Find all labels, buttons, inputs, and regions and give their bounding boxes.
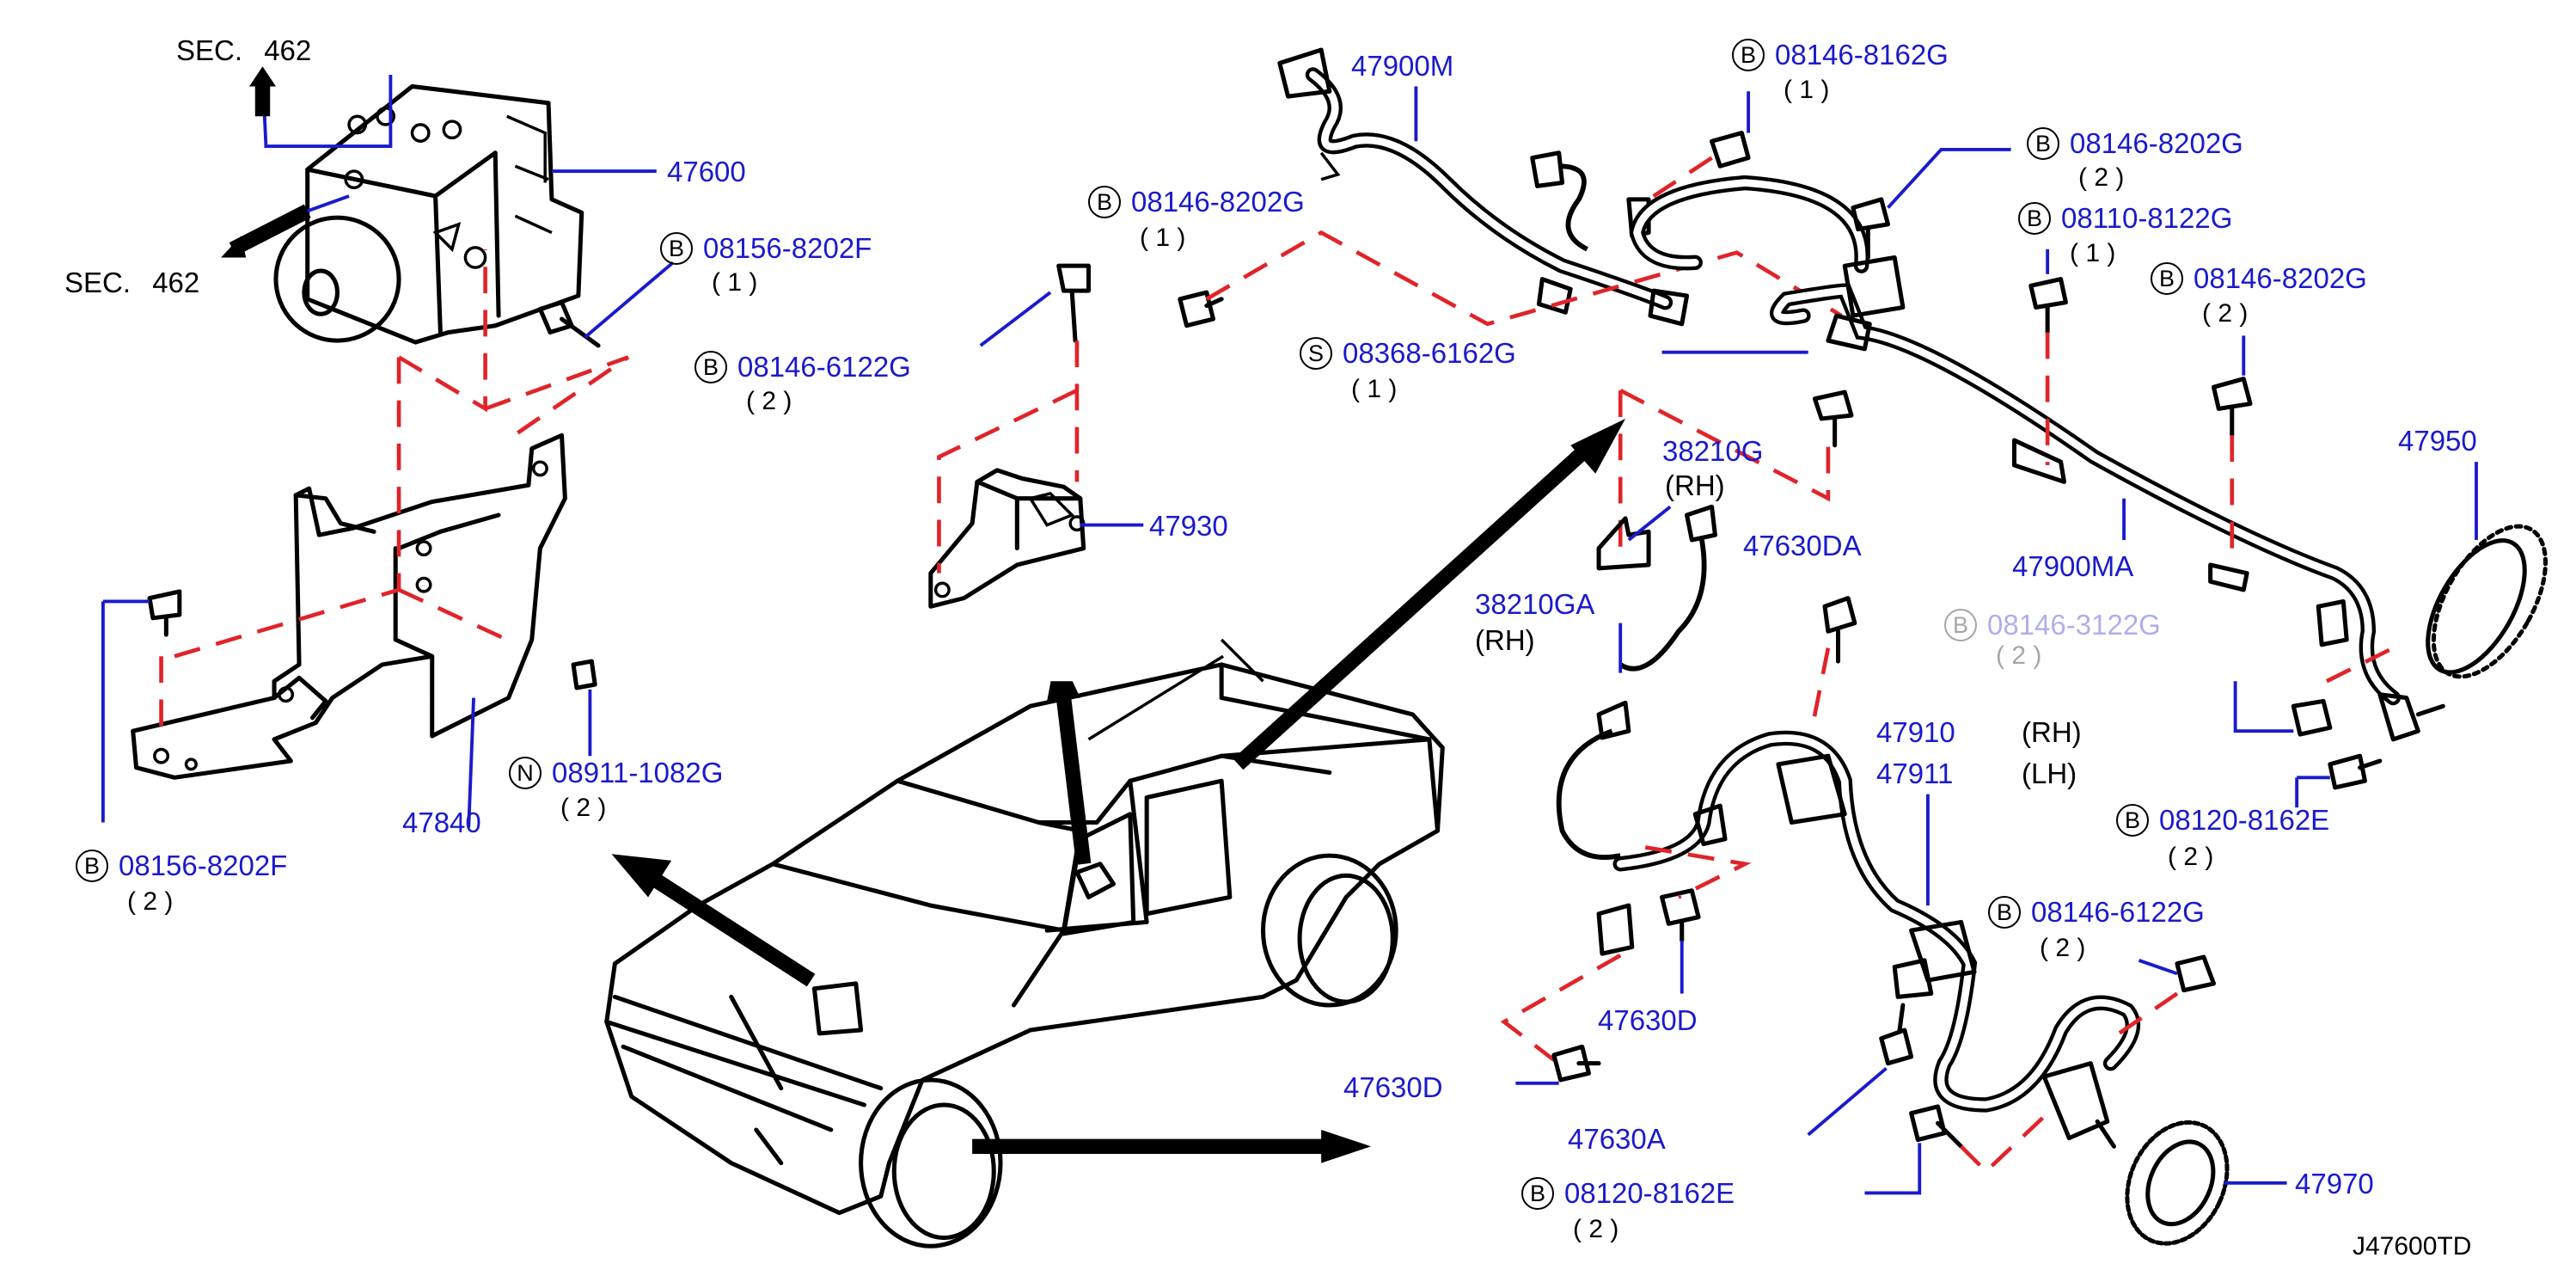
- callout-qty: ( 2 ): [746, 387, 792, 415]
- callout-qty: ( 2 ): [2040, 934, 2086, 962]
- front-harness-47900M: [1277, 47, 1690, 327]
- callout-part-number[interactable]: 08368-6162G: [1343, 337, 1516, 369]
- part-label-47630A[interactable]: 47630A: [1568, 1123, 1666, 1155]
- bracket-47840: [131, 432, 567, 780]
- callout-qty: ( 2 ): [1573, 1215, 1619, 1243]
- sec-ref-left-number[interactable]: 462: [152, 267, 200, 298]
- part-label-47910-side: (RH): [2022, 716, 2082, 748]
- part-label-47630DA[interactable]: 47630DA: [1743, 530, 1862, 561]
- callout-symbol: B: [2151, 262, 2183, 295]
- callout-part-number[interactable]: 08156-8202F: [703, 232, 872, 264]
- callout-symbol: S: [1300, 337, 1332, 370]
- callout-symbol: B: [2018, 202, 2051, 235]
- callout-symbol: B: [1944, 609, 1977, 641]
- callout-symbol: B: [76, 850, 108, 882]
- callout-symbol: B: [1988, 896, 2021, 929]
- part-label-47930[interactable]: 47930: [1149, 510, 1228, 542]
- part-label-47970[interactable]: 47970: [2295, 1168, 2374, 1199]
- callout-part-number[interactable]: 08120-8162E: [2159, 804, 2330, 836]
- callout-part-number[interactable]: 08156-8202F: [119, 850, 288, 881]
- callout-symbol: B: [694, 351, 727, 383]
- sensor-unit-47930: [928, 468, 1086, 609]
- diagram-code: J47600TD: [2353, 1232, 2472, 1261]
- truck-illustration: [604, 638, 1445, 1248]
- part-label-47950[interactable]: 47950: [2398, 425, 2477, 457]
- rear-harness-47910-47911: [1596, 730, 2141, 1149]
- callout-symbol: B: [1732, 39, 1765, 71]
- callout-08146-8202G-a[interactable]: B 08146-8202G: [2027, 127, 2243, 160]
- callout-08146-8162G[interactable]: B 08146-8162G: [1732, 39, 1949, 71]
- sec-ref-top-number[interactable]: 462: [264, 34, 312, 66]
- callout-08120-8162E-a[interactable]: B 08120-8162E: [2116, 804, 2329, 837]
- callout-part-number[interactable]: 08146-6122G: [737, 351, 911, 383]
- callout-08146-3122G[interactable]: B 08146-3122G: [1944, 609, 2161, 641]
- callout-part-number[interactable]: 08110-8122G: [2061, 202, 2233, 234]
- callout-qty: ( 2 ): [2202, 299, 2249, 328]
- part-label-47600[interactable]: 47600: [667, 156, 746, 187]
- callout-symbol: N: [509, 757, 542, 789]
- callout-symbol: B: [1521, 1177, 1554, 1210]
- callout-qty: ( 1 ): [712, 268, 758, 297]
- part-label-38210GA[interactable]: 38210GA: [1475, 588, 1595, 620]
- callout-qty: ( 2 ): [2168, 843, 2214, 871]
- part-label-47630D-b[interactable]: 47630D: [1343, 1071, 1443, 1103]
- sec-ref-left: SEC. 462: [64, 268, 199, 297]
- callout-part-number[interactable]: 08146-8202G: [2194, 262, 2367, 294]
- part-label-47910[interactable]: 47910: [1876, 716, 1955, 748]
- part-label-47900MA[interactable]: 47900MA: [2012, 550, 2134, 582]
- callout-08146-8202G-c[interactable]: B 08146-8202G: [1088, 186, 1305, 218]
- sensor-ring-47950: [2426, 524, 2548, 679]
- part-label-47840[interactable]: 47840: [402, 807, 481, 838]
- callout-qty: ( 1 ): [1351, 375, 1398, 403]
- part-label-47630D-a[interactable]: 47630D: [1598, 1004, 1698, 1036]
- rear-sensor-38210G: [1596, 504, 1717, 672]
- callout-part-number[interactable]: 08146-8202G: [2070, 127, 2243, 159]
- sec-ref-left-prefix: SEC.: [64, 267, 132, 298]
- part-label-38210G-side: (RH): [1665, 469, 1725, 501]
- callout-part-number[interactable]: 08146-6122G: [2031, 896, 2205, 928]
- callout-08156-8202F-b[interactable]: B 08156-8202F: [76, 850, 287, 882]
- rear-harness-47900MA: [1629, 175, 2445, 742]
- callout-qty: ( 2 ): [127, 887, 174, 916]
- callout-symbol: B: [2027, 127, 2059, 160]
- callout-08156-8202F-a[interactable]: B 08156-8202F: [660, 232, 872, 265]
- part-label-47911[interactable]: 47911: [1876, 758, 1954, 789]
- sec-ref-top-prefix: SEC.: [176, 34, 243, 66]
- callout-qty: ( 2 ): [2078, 163, 2125, 192]
- callout-part-number[interactable]: 08146-8202G: [1131, 186, 1305, 218]
- callout-qty: ( 2 ): [560, 794, 607, 822]
- callout-08146-8202G-b[interactable]: B 08146-8202G: [2151, 262, 2367, 295]
- callout-part-number[interactable]: 08120-8162E: [1564, 1177, 1735, 1209]
- part-label-38210G[interactable]: 38210G: [1662, 435, 1764, 467]
- callout-symbol: B: [2116, 804, 2149, 837]
- tone-ring-47970: [2125, 1120, 2230, 1246]
- rear-sensor-38210GA: [1556, 700, 1631, 860]
- part-label-38210GA-side: (RH): [1475, 624, 1535, 656]
- callout-qty: ( 1 ): [1140, 224, 1186, 252]
- callout-part-number[interactable]: 08911-1082G: [552, 757, 724, 788]
- callout-08120-8162E-b[interactable]: B 08120-8162E: [1521, 1177, 1735, 1210]
- part-label-47900M[interactable]: 47900M: [1351, 50, 1454, 82]
- callout-symbol: B: [1088, 186, 1121, 218]
- sec-ref-top: SEC. 462: [176, 36, 311, 64]
- callout-08368-6162G[interactable]: S 08368-6162G: [1300, 337, 1516, 370]
- callout-08911-1082G[interactable]: N 08911-1082G: [509, 757, 723, 789]
- callout-part-number[interactable]: 08146-8162G: [1775, 39, 1949, 71]
- callout-part-number[interactable]: 08146-3122G: [1987, 609, 2161, 641]
- callout-08110-8122G[interactable]: B 08110-8122G: [2018, 202, 2232, 235]
- callout-symbol: B: [660, 232, 693, 265]
- callout-08146-6122G-a[interactable]: B 08146-6122G: [694, 351, 911, 383]
- callout-08146-6122G-b[interactable]: B 08146-6122G: [1988, 896, 2205, 929]
- abs-actuator-47600: [273, 83, 584, 345]
- callout-qty: ( 1 ): [2070, 239, 2116, 267]
- part-label-47911-side: (LH): [2022, 758, 2077, 789]
- callout-qty: ( 1 ): [1784, 76, 1830, 104]
- callout-qty: ( 2 ): [1996, 641, 2042, 670]
